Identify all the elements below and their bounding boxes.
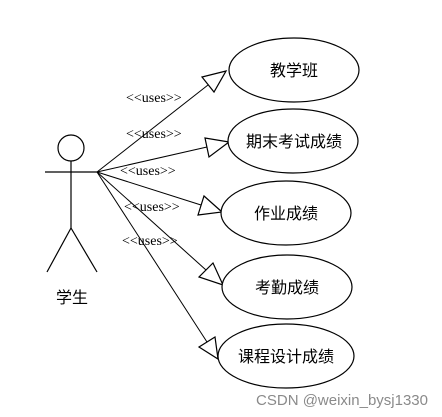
hollow-arrowhead bbox=[197, 194, 224, 216]
stereotype-label: <<uses>> bbox=[126, 91, 182, 106]
relationship-edge bbox=[96, 171, 225, 287]
relationship-edge bbox=[96, 171, 224, 216]
use-case-ellipse bbox=[228, 37, 360, 103]
use-case: 教学班 bbox=[228, 37, 360, 103]
hollow-arrowhead bbox=[197, 335, 219, 361]
stereotype-label: <<uses>> bbox=[124, 200, 180, 215]
hollow-arrowhead bbox=[197, 261, 225, 287]
actor-right-leg bbox=[70, 227, 98, 273]
stereotype-label: <<uses>> bbox=[122, 234, 178, 249]
use-case-ellipse bbox=[217, 323, 355, 389]
use-case-label: 期末考试成绩 bbox=[246, 132, 342, 151]
watermark: CSDN @weixin_bysj1330 bbox=[256, 392, 428, 409]
hollow-arrowhead bbox=[204, 137, 231, 159]
actor-figure bbox=[45, 134, 98, 273]
use-case: 期末考试成绩 bbox=[227, 108, 359, 174]
stereotype-label: <<uses>> bbox=[126, 127, 182, 142]
use-case-ellipse bbox=[220, 180, 352, 246]
relationship-edge bbox=[96, 70, 228, 173]
use-case: 作业成绩 bbox=[220, 180, 352, 246]
relationship-edge bbox=[96, 137, 231, 173]
actor-label: 学生 bbox=[56, 288, 88, 307]
use-case-label: 考勤成绩 bbox=[255, 278, 319, 297]
stereotype-label: <<uses>> bbox=[120, 164, 176, 179]
use-case-label: 教学班 bbox=[270, 61, 318, 80]
relationship-edge bbox=[96, 171, 219, 361]
use-case-ellipse bbox=[227, 108, 359, 174]
use-case-label: 作业成绩 bbox=[254, 204, 318, 223]
hollow-arrowhead bbox=[200, 70, 228, 94]
actor-left-leg bbox=[46, 227, 72, 273]
use-case-ellipse bbox=[221, 254, 353, 320]
use-case: 考勤成绩 bbox=[221, 254, 353, 320]
use-case: 课程设计成绩 bbox=[217, 323, 355, 389]
use-case-label: 课程设计成绩 bbox=[238, 347, 334, 366]
actor-head bbox=[57, 134, 85, 162]
